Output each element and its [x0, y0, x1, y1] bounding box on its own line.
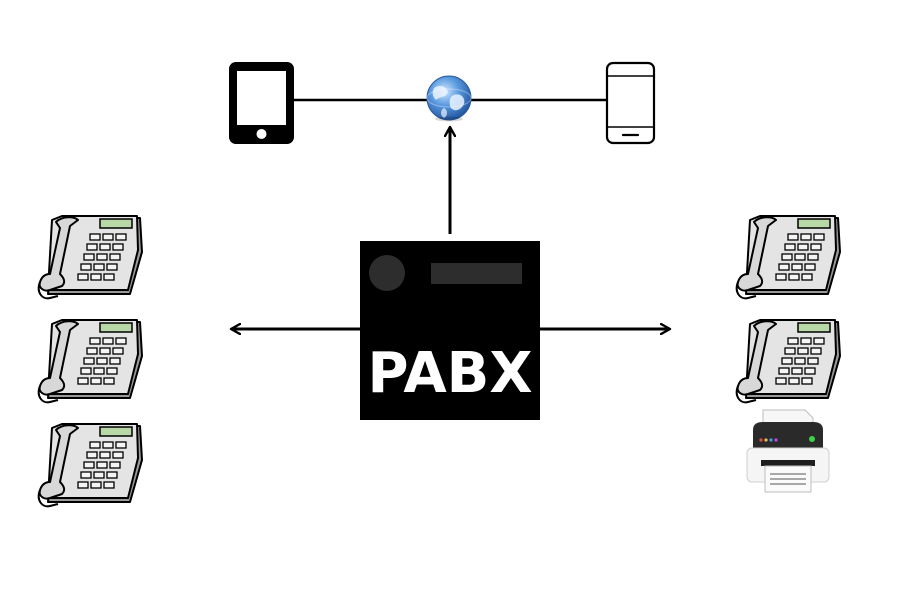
pabx-indicator — [369, 255, 405, 291]
desk-phone-icon — [37, 319, 143, 404]
pabx-box: PABX — [360, 241, 540, 420]
tablet-icon — [229, 62, 294, 144]
pabx-display-slot — [431, 263, 522, 284]
globe-icon — [426, 75, 472, 122]
desk-phone-icon — [37, 423, 143, 508]
pabx-label: PABX — [367, 341, 532, 406]
smartphone-icon — [605, 61, 656, 145]
desk-phone-icon — [735, 215, 841, 300]
desk-phone-icon — [735, 319, 841, 404]
right-extensions — [735, 215, 841, 493]
left-extensions — [37, 215, 143, 508]
printer-icon — [746, 409, 830, 493]
desk-phone-icon — [37, 215, 143, 300]
